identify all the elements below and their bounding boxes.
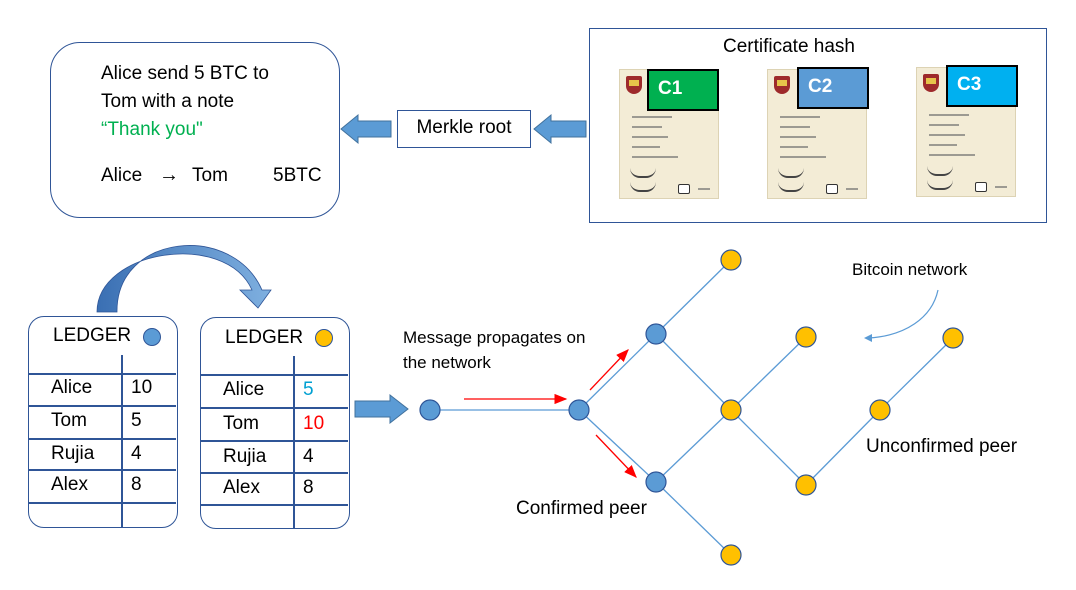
- certificate-hash-title: Certificate hash: [722, 36, 855, 57]
- unconfirmed-peer-node: [720, 544, 742, 566]
- bitcoin-network-pointer-arrow: [867, 289, 939, 339]
- ledger-title: LEDGER: [53, 325, 132, 346]
- ledger-name-cell: Alex: [223, 477, 260, 498]
- ledger-name-cell: Alice: [223, 379, 265, 400]
- confirmed-peer-node: [419, 399, 441, 421]
- bitcoin-network-pointer-head: [864, 334, 872, 342]
- propagation-label-line-1: Message propagates on: [403, 328, 586, 347]
- ledger-before: LEDGER Alice 10 Tom 5 Rujia 4 Alex 8: [28, 316, 178, 528]
- seal-icon: [826, 184, 838, 194]
- ledger-update-curved-arrow-icon: [96, 245, 272, 313]
- confirmed-peer-node: [568, 399, 590, 421]
- signature-icon: [778, 168, 804, 178]
- hash-label: C3: [957, 74, 982, 95]
- unconfirmed-peer-node: [795, 326, 817, 348]
- crest-icon: [774, 76, 790, 94]
- ledger-value-cell: 10: [131, 377, 153, 398]
- unconfirmed-peer-node: [795, 474, 817, 496]
- ledger-value-cell: 8: [131, 474, 142, 495]
- certificate-hash-frame: [589, 28, 1047, 223]
- network-edges: [430, 259, 954, 556]
- ledger-value-cell: 4: [303, 446, 314, 467]
- ledger-node-dot: [315, 329, 333, 347]
- seal-icon: [678, 184, 690, 194]
- ledger-name-cell: Tom: [51, 410, 87, 431]
- message-line-2: Tom with a note: [101, 91, 235, 112]
- message-note: “Thank you": [101, 119, 203, 141]
- crest-icon: [626, 76, 642, 94]
- certificate-hash-c3: C3: [946, 65, 1018, 107]
- merkle-root-box: Merkle root: [397, 110, 531, 148]
- merkle-root-label: Merkle root: [416, 117, 512, 138]
- network-nodes: [419, 249, 964, 566]
- hash-label: C1: [658, 78, 683, 99]
- transaction-to: Tom: [192, 165, 228, 186]
- note-text: Thank you": [107, 119, 203, 140]
- ledger-node-dot: [143, 328, 161, 346]
- unconfirmed-peer-label: Unconfirmed peer: [866, 436, 1018, 457]
- arrow-to-network-icon: [354, 393, 409, 425]
- propagation-arrow: [589, 349, 629, 391]
- ledger-value-cell: 8: [303, 477, 314, 498]
- unconfirmed-peer-node: [869, 399, 891, 421]
- ledger-value-cell: 10: [303, 413, 325, 434]
- ledger-name-cell: Alice: [51, 377, 93, 398]
- signature-icon: [927, 180, 953, 190]
- signature-icon: [630, 182, 656, 192]
- transaction-amount: 5BTC: [273, 165, 322, 186]
- ledger-name-cell: Tom: [223, 413, 259, 434]
- arrow-to-merkle-icon: [533, 113, 587, 145]
- unconfirmed-peer-node: [720, 399, 742, 421]
- arrow-to-message-icon: [340, 113, 392, 145]
- quote-open: “: [101, 119, 108, 140]
- unconfirmed-peer-node: [720, 249, 742, 271]
- confirmed-peer-label: Confirmed peer: [516, 498, 647, 519]
- ledger-value-cell: 4: [131, 443, 142, 464]
- bitcoin-network-label: Bitcoin network: [852, 260, 968, 279]
- ledger-value-cell: 5: [131, 410, 142, 431]
- crest-icon: [923, 74, 939, 92]
- certificate-hash-c1: C1: [647, 69, 719, 111]
- unconfirmed-peer-node: [942, 327, 964, 349]
- certificate-hash-c2: C2: [797, 67, 869, 109]
- signature-icon: [927, 166, 953, 176]
- transaction-from: Alice: [101, 165, 143, 186]
- ledger-name-cell: Rujia: [223, 446, 267, 467]
- signature-icon: [630, 168, 656, 178]
- seal-icon: [975, 182, 987, 192]
- ledger-title: LEDGER: [225, 327, 304, 348]
- message-line-1: Alice send 5 BTC to: [101, 63, 269, 84]
- signature-icon: [778, 182, 804, 192]
- ledger-name-cell: Rujia: [51, 443, 95, 464]
- propagation-arrow: [595, 434, 637, 478]
- confirmed-peer-node: [645, 471, 667, 493]
- transfer-arrow-icon: →: [159, 164, 179, 186]
- transaction-message-box: Alice send 5 BTC to Tom with a note “Tha…: [50, 42, 340, 218]
- ledger-after: LEDGER Alice 5 Tom 10 Rujia 4 Alex 8: [200, 317, 350, 529]
- hash-label: C2: [808, 76, 833, 97]
- ledger-value-cell: 5: [303, 379, 314, 400]
- confirmed-peer-node: [645, 323, 667, 345]
- propagation-label-line-2: the network: [403, 353, 491, 372]
- ledger-name-cell: Alex: [51, 474, 88, 495]
